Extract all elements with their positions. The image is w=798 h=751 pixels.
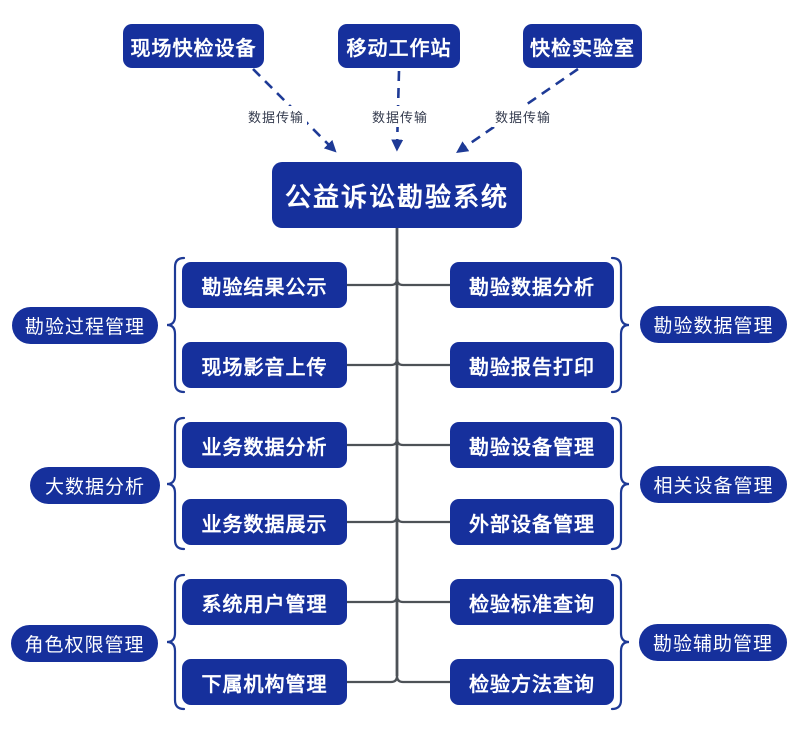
branch-line — [347, 675, 399, 684]
feature-external-device-mgmt: 外部设备管理 — [450, 499, 614, 545]
brace-right-group-3 — [610, 573, 630, 711]
category-big-data-analysis: 大数据分析 — [30, 467, 160, 504]
data-transfer-label: 数据传输 — [245, 106, 307, 127]
brace-left-group-2 — [166, 416, 186, 551]
node-mobile-workstation: 移动工作站 — [338, 24, 460, 68]
branch-line — [395, 358, 450, 367]
feature-business-data-analysis: 业务数据分析 — [182, 422, 347, 468]
category-survey-auxiliary-mgmt: 勘验辅助管理 — [639, 624, 787, 661]
branch-line — [347, 438, 399, 447]
branch-line — [347, 278, 399, 287]
brace-left-group-3 — [166, 573, 186, 711]
feature-subordinate-org-mgmt: 下属机构管理 — [182, 659, 347, 705]
feature-survey-device-mgmt: 勘验设备管理 — [450, 422, 614, 468]
brace-right-group-2 — [610, 416, 630, 551]
branch-line — [347, 358, 399, 367]
feature-test-standard-query: 检验标准查询 — [450, 579, 614, 625]
branch-line — [395, 515, 450, 524]
feature-system-user-mgmt: 系统用户管理 — [182, 579, 347, 625]
feature-survey-result-publish: 勘验结果公示 — [182, 262, 347, 308]
branch-line — [395, 278, 450, 287]
category-related-device-mgmt: 相关设备管理 — [640, 466, 787, 503]
node-rapid-test-lab: 快检实验室 — [523, 24, 642, 68]
data-transfer-label: 数据传输 — [369, 106, 431, 127]
branch-line — [395, 675, 450, 684]
data-transfer-label: 数据传输 — [492, 106, 554, 127]
feature-business-data-display: 业务数据展示 — [182, 499, 347, 545]
node-onsite-rapid-test-device: 现场快检设备 — [123, 24, 264, 68]
branch-line — [347, 515, 399, 524]
brace-left-group-1 — [166, 256, 186, 394]
feature-survey-data-analysis: 勘验数据分析 — [450, 262, 614, 308]
feature-survey-report-print: 勘验报告打印 — [450, 342, 614, 388]
branch-line — [395, 595, 450, 604]
feature-site-media-upload: 现场影音上传 — [182, 342, 347, 388]
category-survey-data-mgmt: 勘验数据管理 — [640, 306, 787, 343]
feature-test-method-query: 检验方法查询 — [450, 659, 614, 705]
branch-line — [347, 595, 399, 604]
brace-right-group-1 — [610, 256, 630, 394]
node-main-system: 公益诉讼勘验系统 — [272, 162, 522, 228]
category-survey-process-mgmt: 勘验过程管理 — [12, 307, 158, 344]
branch-line — [395, 438, 450, 447]
category-role-permission-mgmt: 角色权限管理 — [11, 625, 158, 662]
